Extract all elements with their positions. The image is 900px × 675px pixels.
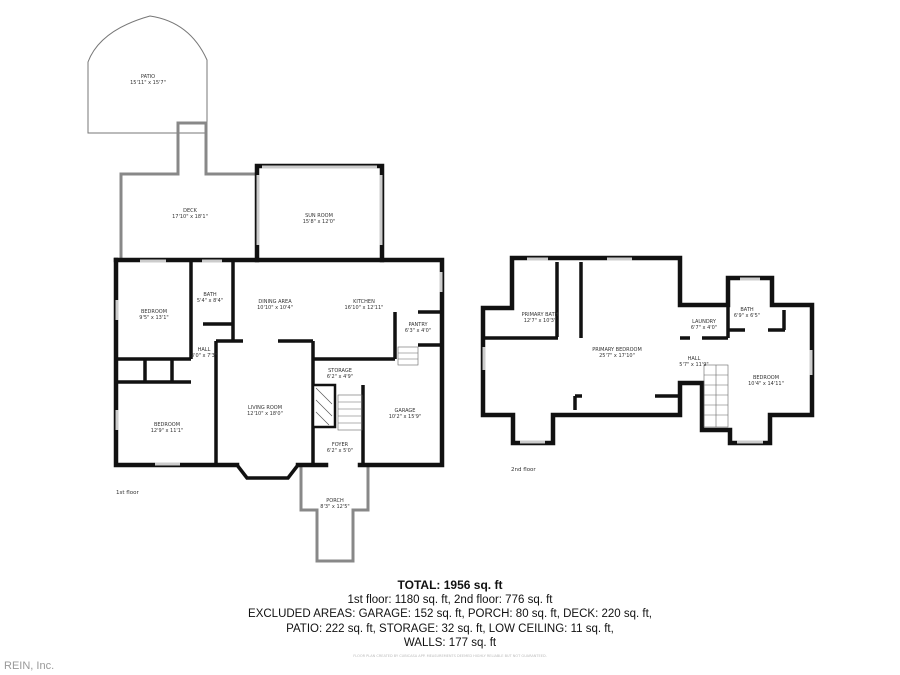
second-floor-walls xyxy=(480,255,815,446)
walls-area: WALLS: 177 sq. ft xyxy=(403,637,497,649)
porch xyxy=(299,465,370,563)
deck xyxy=(119,121,257,260)
total-area: TOTAL: 1956 sq. ft xyxy=(397,578,503,592)
watermark: REIN, Inc. xyxy=(4,660,55,672)
excluded-areas-1: EXCLUDED AREAS: GARAGE: 152 sq. ft, PORC… xyxy=(248,608,652,620)
floor-areas: 1st floor: 1180 sq. ft, 2nd floor: 776 s… xyxy=(347,593,553,606)
stairs-1 xyxy=(337,346,419,431)
floor-label-2: 2nd floor xyxy=(511,467,536,473)
floor-label-1: 1st floor xyxy=(116,490,139,496)
area-summary: TOTAL: 1956 sq. ft 1st floor: 1180 sq. f… xyxy=(0,578,900,651)
patio xyxy=(87,15,208,134)
first-floor-walls xyxy=(113,163,445,480)
excluded-areas-2: PATIO: 222 sq. ft, STORAGE: 32 sq. ft, L… xyxy=(286,622,614,635)
stairs-2 xyxy=(703,364,729,428)
disclaimer: FLOOR PLAN CREATED BY CUBICASA APP. MEAS… xyxy=(353,654,547,658)
